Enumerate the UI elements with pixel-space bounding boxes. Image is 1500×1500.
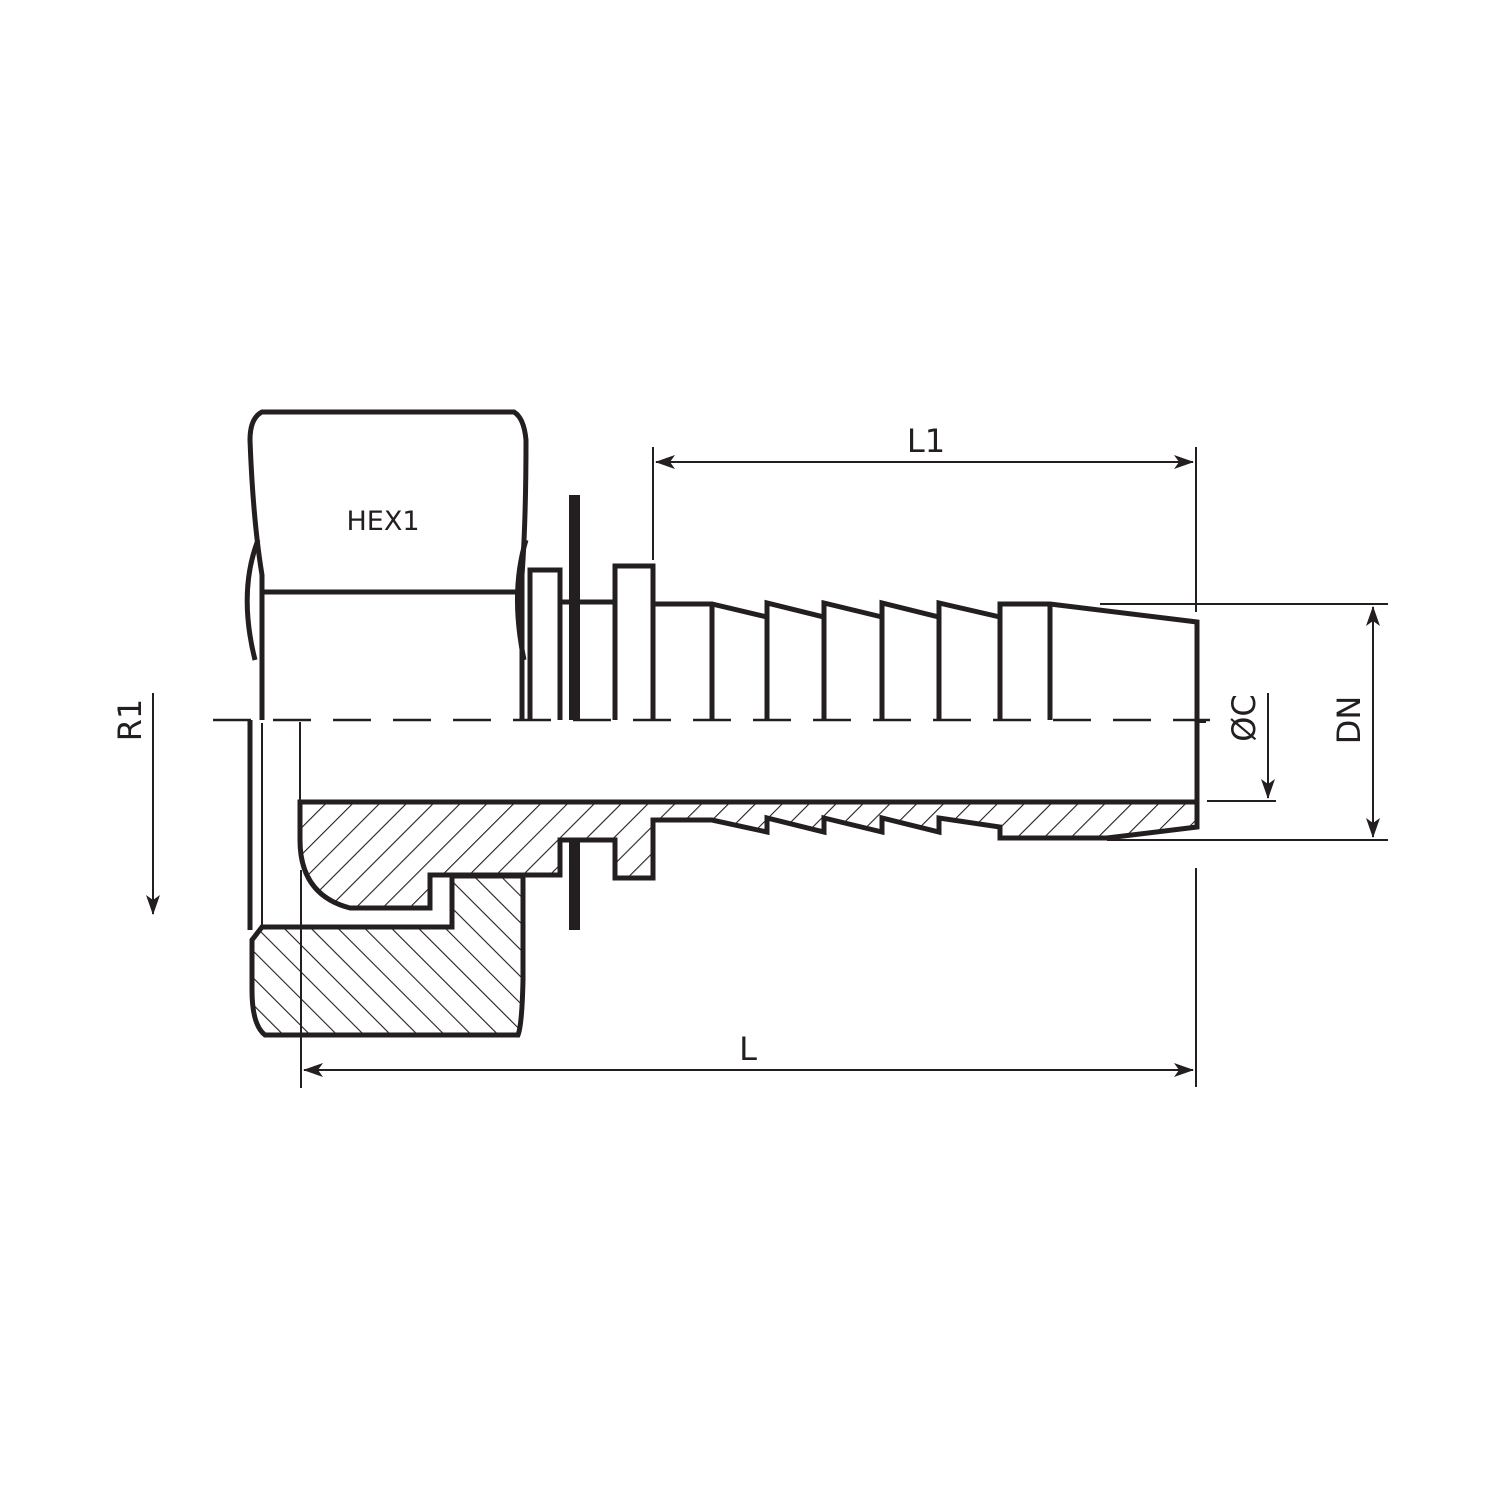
- collar-ring-1: [527, 567, 563, 720]
- tail-profile: [653, 599, 1200, 827]
- bore-label: ØC: [1225, 694, 1263, 742]
- washer-upper: [569, 495, 580, 720]
- dimension-bore: ØC: [1197, 693, 1276, 802]
- hose-tail-upper: [653, 599, 1200, 827]
- body-section-hatch: [297, 799, 1200, 911]
- collar-upper: [527, 495, 656, 720]
- hex-nut-right-chamfer: [515, 539, 529, 661]
- l1-label: L1: [907, 422, 945, 460]
- dn-label: DN: [1330, 696, 1368, 745]
- dimension-r1: R1: [111, 693, 160, 915]
- collar-ring-2: [612, 563, 656, 720]
- hex-nut-outline: [247, 409, 529, 720]
- dimension-l: L: [300, 868, 1197, 1088]
- nut-section-hatch: [249, 873, 526, 1038]
- washer-lower: [569, 842, 580, 930]
- hex-label: HEX1: [346, 506, 419, 537]
- l-label: L: [739, 1030, 757, 1068]
- hex-nut-left-chamfer: [244, 539, 261, 661]
- r1-label: R1: [111, 699, 149, 742]
- nut-section: [249, 873, 526, 1038]
- hex-nut: HEX1: [244, 409, 529, 720]
- dimension-dn: DN: [1100, 603, 1388, 841]
- dimension-l1: L1: [652, 422, 1197, 612]
- body-section: [297, 799, 1200, 911]
